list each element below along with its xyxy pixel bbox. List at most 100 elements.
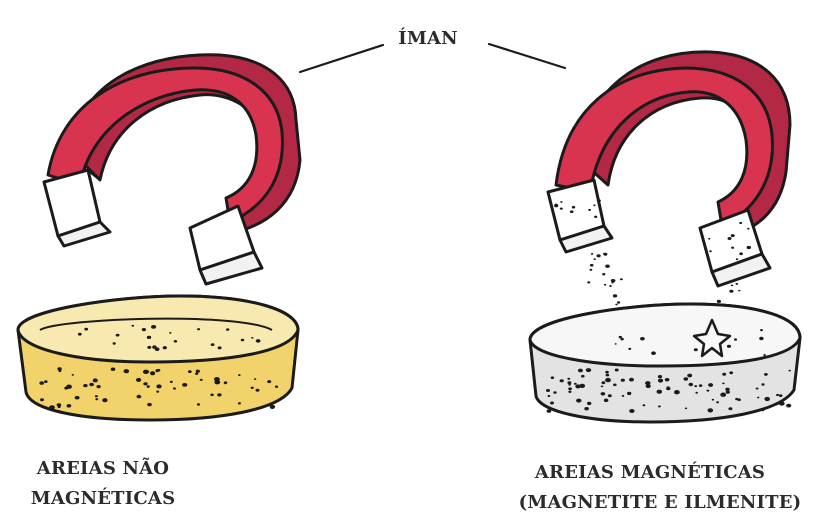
sand-grain <box>111 368 116 371</box>
sand-grain <box>621 379 625 382</box>
sand-grain <box>759 337 763 340</box>
sand-grain <box>684 377 689 380</box>
sand-grain <box>627 392 631 395</box>
sand-grain <box>150 371 155 375</box>
sand-grain <box>64 387 68 390</box>
sand-grain <box>775 402 779 405</box>
sand-grain <box>694 385 697 387</box>
sand-grain <box>211 343 215 346</box>
sand-grain <box>594 216 597 218</box>
sand-grain <box>761 408 765 411</box>
sand-grain <box>89 383 94 387</box>
sand-grain <box>147 336 151 339</box>
left-dish-rim <box>18 296 298 362</box>
sand-grain <box>597 254 601 257</box>
sand-grain <box>143 382 147 385</box>
sand-grain <box>622 395 625 397</box>
sand-grain <box>116 334 120 337</box>
sand-grain <box>270 405 275 409</box>
sand-grain <box>224 381 228 384</box>
sand-grain <box>786 404 791 408</box>
sand-grain <box>727 345 731 348</box>
sand-grain <box>757 397 759 399</box>
sand-grain <box>143 370 149 374</box>
sand-grain <box>779 401 785 405</box>
sand-grain <box>95 395 98 397</box>
right-caption-line1: AREIAS MAGNÉTICAS <box>535 462 765 483</box>
sand-grain <box>156 391 159 393</box>
sand-grain <box>776 394 779 396</box>
sand-grain <box>572 206 575 209</box>
sand-grain <box>728 335 731 337</box>
sand-grain <box>729 290 733 293</box>
sand-grain <box>734 338 737 340</box>
sand-grain <box>601 386 604 388</box>
sand-grain <box>756 388 759 390</box>
sand-grain <box>712 399 714 401</box>
sand-grain <box>195 373 198 375</box>
sand-grain <box>136 378 141 382</box>
sand-grain <box>67 404 72 408</box>
sand-grain <box>155 369 159 372</box>
sand-grain <box>602 273 605 275</box>
sand-grain <box>731 247 734 249</box>
sand-grain <box>570 210 574 213</box>
left-pointer-line <box>300 45 383 72</box>
sand-grain <box>722 383 725 385</box>
sand-grain <box>197 403 200 405</box>
sand-grain <box>611 279 616 282</box>
sand-grain <box>665 378 670 381</box>
left-caption-line1: AREIAS NÃO <box>37 458 169 479</box>
sand-grain <box>658 405 661 407</box>
sand-grain <box>256 389 260 392</box>
sand-grain <box>605 378 611 382</box>
sand-grain <box>674 390 680 394</box>
sand-grain <box>113 342 116 344</box>
sand-grain <box>182 383 187 387</box>
sand-grain <box>613 294 617 297</box>
sand-grain <box>568 384 571 386</box>
sand-grain <box>640 337 645 340</box>
sand-grain <box>728 237 732 240</box>
sand-grain <box>95 398 98 400</box>
sand-grain <box>590 264 594 267</box>
sand-grain <box>174 340 177 343</box>
sand-grain <box>147 403 152 406</box>
sand-grain <box>611 282 613 284</box>
sand-grain <box>147 346 151 349</box>
sand-grain <box>97 385 101 388</box>
sand-grain <box>761 383 764 385</box>
sand-grain <box>615 343 617 345</box>
sand-grain <box>722 373 726 376</box>
sand-grain <box>736 258 738 260</box>
sand-grain <box>586 368 591 372</box>
sand-grain <box>72 374 74 376</box>
sand-grain <box>731 234 735 237</box>
sand-grain <box>83 384 87 387</box>
sand-grain <box>78 333 82 336</box>
sand-grain <box>729 371 733 374</box>
sand-grain <box>608 394 612 397</box>
sand-grain <box>604 399 609 403</box>
sand-grain <box>578 369 583 373</box>
sand-grain <box>40 398 44 401</box>
sand-grain <box>217 393 221 396</box>
sand-grain <box>567 378 570 380</box>
sand-grain <box>629 409 634 413</box>
sand-grain <box>720 393 726 397</box>
sand-grain <box>137 395 142 399</box>
sand-grain <box>739 222 742 224</box>
sand-grain <box>789 370 791 372</box>
sand-grain <box>238 402 241 404</box>
sand-grain <box>550 402 554 405</box>
sand-grain <box>657 390 663 394</box>
sand-grain <box>708 408 714 412</box>
left-caption-line2: MAGNÉTICAS <box>31 488 176 509</box>
sand-grain <box>687 374 692 378</box>
sand-grain <box>84 328 88 331</box>
sand-grain <box>747 228 749 230</box>
sand-grain <box>717 300 721 303</box>
sand-grain <box>613 384 617 387</box>
sand-grain <box>560 201 562 203</box>
